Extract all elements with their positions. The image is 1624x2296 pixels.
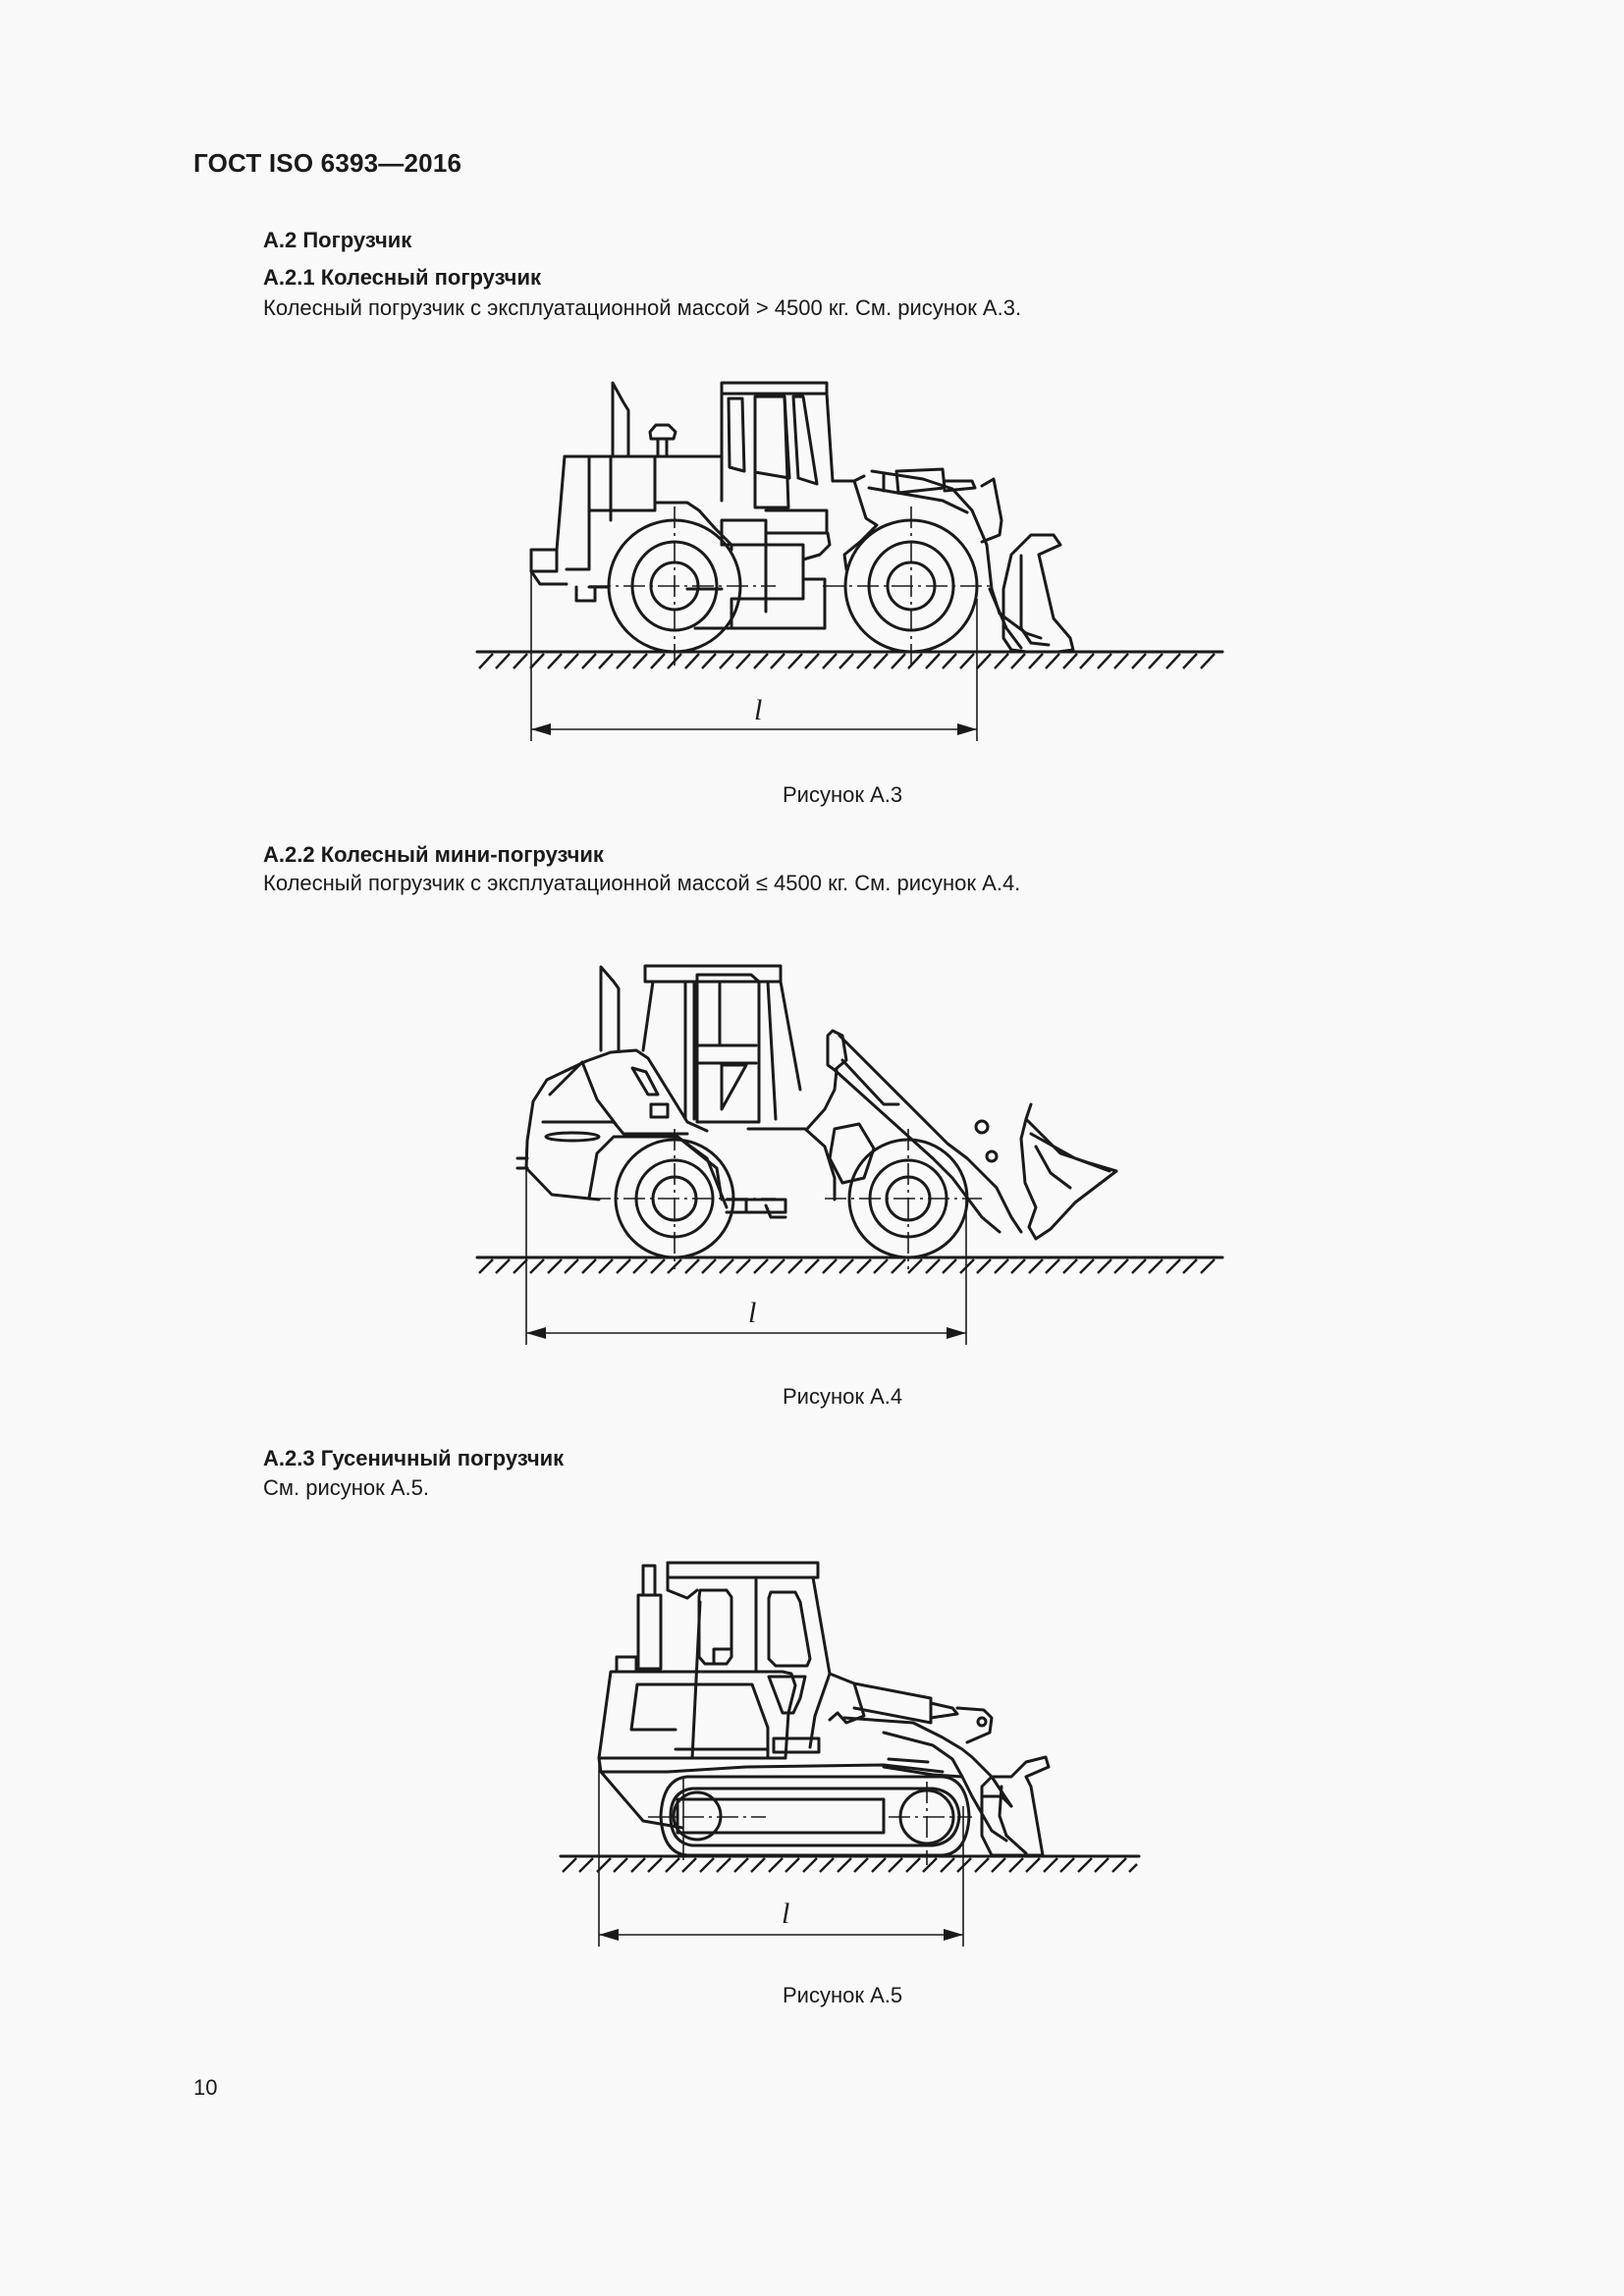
- front-wheel-icon: [823, 507, 992, 667]
- cab: [641, 964, 802, 1124]
- ground-hatching: [478, 653, 1216, 669]
- rear-wheel-icon: [589, 507, 776, 667]
- document-header: ГОСТ ISO 6393—2016: [193, 148, 462, 178]
- dimension-label-l: l: [754, 694, 762, 726]
- figure-a3-wheel-loader-drawing: l: [475, 381, 1224, 741]
- lift-arm: [828, 1672, 1013, 1842]
- air-intake-icon: [648, 423, 677, 458]
- exhaust-stack-icon: [615, 1564, 663, 1674]
- compact-loader-body: [515, 1048, 839, 1219]
- crawler-body: [597, 1600, 945, 1830]
- subsection-heading-a21: А.2.1 Колесный погрузчик: [263, 265, 541, 290]
- wheel-loader-body: [529, 454, 832, 630]
- bucket-icon: [980, 1755, 1051, 1857]
- bucket-icon: [1019, 1102, 1118, 1241]
- dimension-label-l: l: [782, 1897, 789, 1930]
- bucket-icon: [988, 533, 1075, 654]
- lift-arm: [842, 467, 1043, 640]
- cab: [720, 381, 866, 509]
- rear-wheel-icon: [589, 1129, 776, 1269]
- subsection-text-a23: См. рисунок А.5.: [263, 1475, 430, 1500]
- section-heading-a2: А.2 Погрузчик: [263, 228, 412, 252]
- figure-caption-a4: Рисунок А.4: [783, 1384, 903, 1409]
- figure-caption-a3: Рисунок А.3: [783, 782, 903, 807]
- subsection-heading-a22: А.2.2 Колесный мини-погрузчик: [263, 842, 604, 867]
- front-wheel-icon: [825, 1129, 982, 1269]
- lift-arm: [826, 1029, 1023, 1234]
- dimension-label-l: l: [748, 1297, 756, 1329]
- exhaust-stack-icon: [611, 381, 630, 458]
- crawler-track-icon: [648, 1775, 972, 1865]
- figure-caption-a5: Рисунок А.5: [783, 1983, 903, 2007]
- cab: [666, 1561, 832, 1749]
- subsection-heading-a23: А.2.3 Гусеничный погрузчик: [263, 1446, 565, 1470]
- figure-a4-compact-wheel-loader-drawing: l: [475, 964, 1224, 1345]
- subsection-text-a22: Колесный погрузчик с эксплуатационной ма…: [263, 871, 1021, 895]
- page-number: 10: [193, 2075, 218, 2100]
- subsection-text-a21: Колесный погрузчик с эксплуатационной ма…: [263, 295, 1022, 320]
- figure-a5-crawler-loader-drawing: l: [559, 1561, 1141, 1947]
- exhaust-stack-icon: [599, 965, 621, 1052]
